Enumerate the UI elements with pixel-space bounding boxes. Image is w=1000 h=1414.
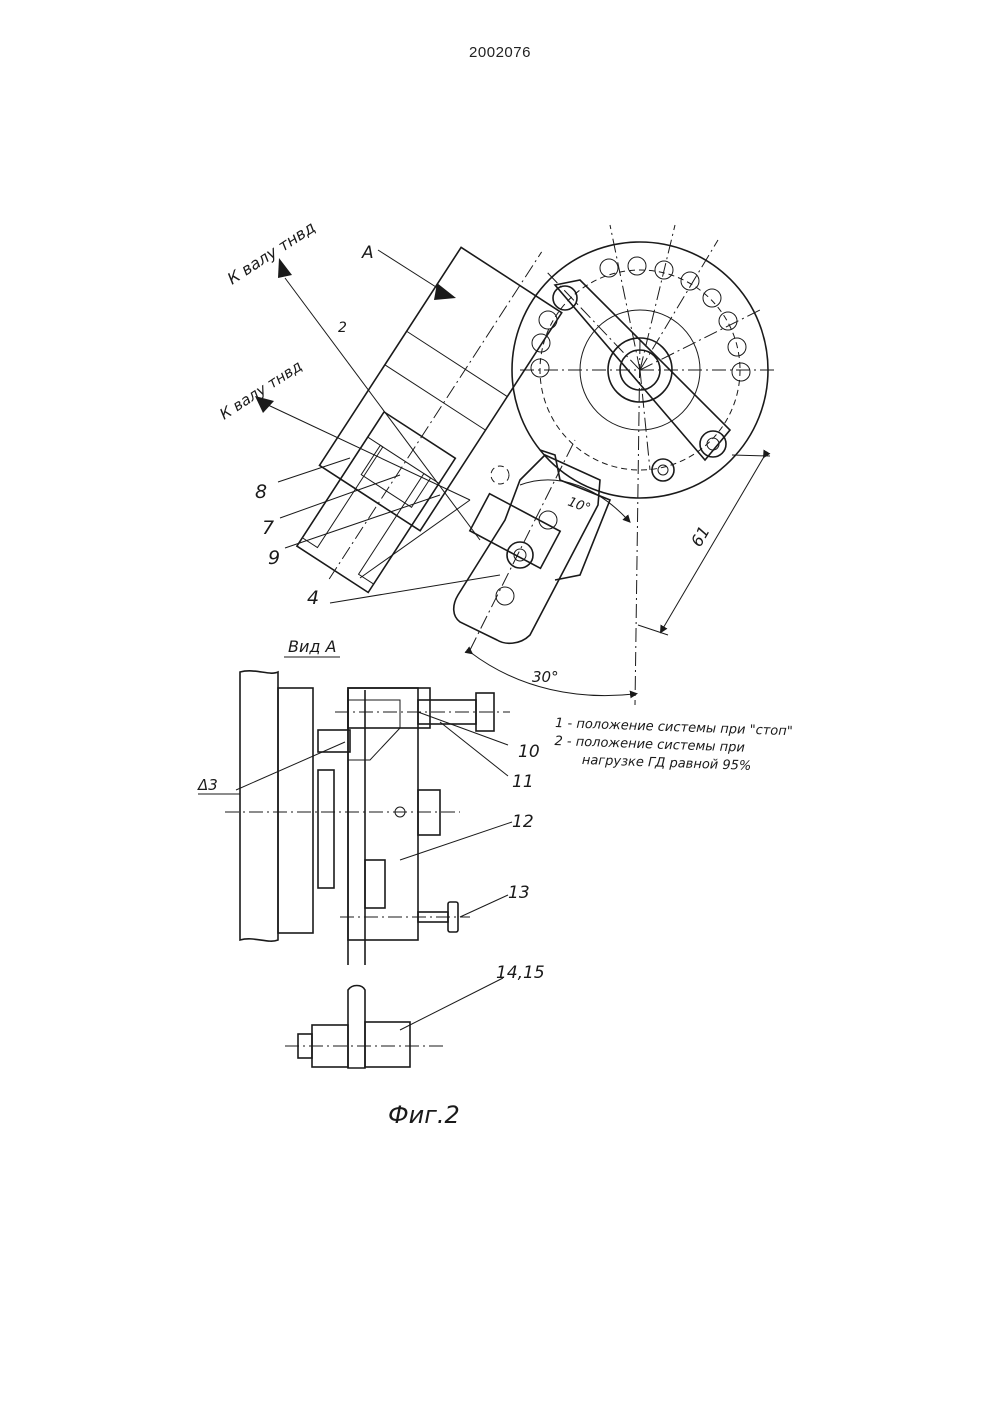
- shaft-label-upper: К валу тнвд: [224, 218, 319, 289]
- callout-4: 4: [307, 587, 319, 609]
- legend: 1 - положение системы при "стоп" 2 - пол…: [554, 716, 793, 775]
- callout-2: 2: [338, 320, 347, 336]
- callout-8: 8: [255, 481, 267, 503]
- callout-12: 12: [512, 812, 534, 832]
- pointer-arm: [454, 440, 600, 650]
- shaft-label-lower: К валу тнвд: [216, 357, 305, 424]
- callout-7: 7: [262, 517, 274, 539]
- figure-caption: Фиг.2: [388, 1101, 460, 1129]
- view-arrow-letter: А: [361, 243, 374, 263]
- clearance-label: Δ3: [197, 776, 218, 794]
- angle-main-label: 30°: [532, 668, 559, 686]
- shaft-housing: [270, 214, 583, 606]
- angle-small-label: 10°: [566, 495, 593, 517]
- callout-10: 10: [518, 742, 540, 762]
- callout-13: 13: [508, 883, 530, 903]
- main-view: А К валу тнвд К валу тнвд: [216, 214, 775, 705]
- view-a-title: Вид А: [288, 637, 336, 656]
- callout-14-15: 14,15: [496, 963, 545, 983]
- callout-9: 9: [268, 547, 280, 569]
- view-a: Вид А: [197, 637, 545, 1068]
- dimension-61-label: 61: [687, 523, 714, 550]
- callout-11: 11: [512, 772, 534, 792]
- legend-line-2b: нагрузке ГД равной 95%: [582, 753, 752, 774]
